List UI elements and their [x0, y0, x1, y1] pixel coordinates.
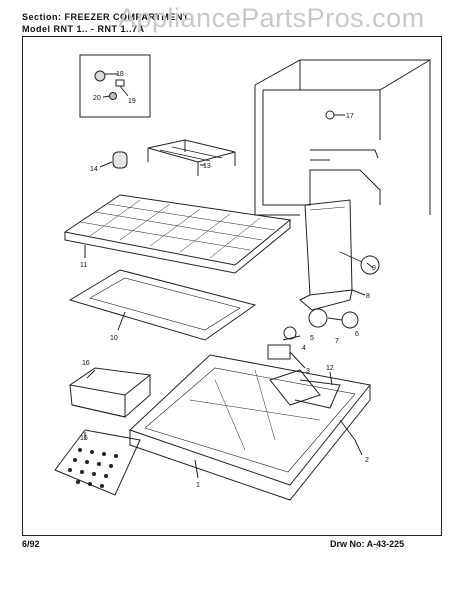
leader-2	[354, 439, 363, 456]
part-1-liner-ribs	[189, 369, 321, 451]
watermark: AppliancePartsPros.com	[118, 3, 425, 33]
part-3-control	[267, 344, 291, 360]
part-18-knob	[94, 70, 106, 82]
callout-19: 19	[128, 98, 136, 105]
leader-19	[119, 85, 129, 97]
part-8-vent	[309, 206, 346, 211]
part-13-wires	[159, 146, 223, 162]
model-label: Model	[22, 24, 51, 34]
leader-3	[289, 351, 306, 369]
callout-12: 12	[326, 365, 334, 372]
section-value: FREEZER COMPARTMENT	[64, 12, 189, 22]
part-16-bin-front	[71, 395, 126, 418]
callout-13: 13	[203, 163, 211, 170]
part-6-fan-blade	[341, 311, 359, 329]
part-11-shelf-edge	[64, 220, 291, 274]
callout-15: 15	[80, 435, 88, 442]
cabinet-liner	[262, 90, 381, 206]
callout-4: 4	[302, 345, 306, 352]
part-16-bin-side	[69, 375, 151, 418]
leader-8	[351, 289, 366, 296]
leader-10	[117, 311, 126, 331]
part-8-base	[299, 289, 353, 311]
part-10-tray	[68, 269, 257, 341]
cabinet-shelf-rail	[310, 149, 379, 159]
part-11-grid-lines-a	[79, 203, 276, 251]
callout-10: 10	[110, 335, 118, 342]
part-7-fan-bracket	[308, 308, 328, 328]
callout-6: 6	[355, 331, 359, 338]
part-15-cubes	[68, 448, 118, 488]
callout-17: 17	[346, 113, 354, 120]
callout-1: 1	[196, 482, 200, 489]
leader-1	[194, 459, 199, 479]
part-16-bin-top	[68, 367, 152, 396]
footer-drawing-number: Drw No: A-43-225	[330, 539, 404, 549]
section-line: Section: FREEZER COMPARTMENT	[22, 12, 189, 22]
part-11-grid-lines-b	[89, 199, 261, 259]
cabinet-side	[254, 85, 300, 216]
part-1-liner-edge	[129, 385, 371, 501]
callout-5: 5	[310, 335, 314, 342]
model-value: RNT 1.. - RNT 1..7A	[53, 24, 145, 34]
section-label: Section:	[22, 12, 62, 22]
leader-12	[329, 371, 333, 386]
callout-8: 8	[366, 293, 370, 300]
part-17-light	[325, 110, 335, 120]
drawing-number: A-43-225	[366, 539, 405, 549]
part-10-tray-inner	[89, 277, 241, 331]
callout-20: 20	[93, 95, 101, 102]
callout-14: 14	[90, 166, 98, 173]
diagram-header: Section: FREEZER COMPARTMENT Model RNT 1…	[22, 12, 442, 46]
leader-14	[99, 161, 113, 168]
callout-3: 3	[306, 368, 310, 375]
fan-shaft	[327, 317, 343, 321]
part-5-fan-motor	[283, 326, 297, 340]
part-4-grommet	[282, 335, 301, 341]
part-1-liner-inner	[144, 367, 356, 473]
part-13-legs	[147, 140, 236, 176]
leader-16	[86, 369, 96, 379]
part-15-ice-tray	[54, 429, 141, 496]
callout-16: 16	[82, 360, 90, 367]
footer-date: 6/92	[22, 539, 40, 549]
callout-2: 2	[365, 457, 369, 464]
part-2-trim	[339, 419, 356, 441]
part-9-pointer	[339, 251, 363, 263]
callout-7: 7	[335, 338, 339, 345]
leader-20	[102, 95, 111, 98]
inset-box	[79, 54, 151, 118]
part-14-bushing	[112, 151, 128, 169]
part-19-bracket	[115, 79, 125, 87]
part-20-screw	[109, 92, 117, 100]
drawing-label: Drw No:	[330, 539, 365, 549]
part-9-detail-circle	[360, 255, 380, 275]
model-line: Model RNT 1.. - RNT 1..7A	[22, 24, 145, 34]
part-12-duct	[269, 369, 321, 406]
callout-18: 18	[116, 71, 124, 78]
callout-11: 11	[80, 262, 87, 269]
part-9-screw	[366, 262, 374, 269]
callout-9: 9	[372, 265, 376, 272]
part-12-duct-panel	[294, 379, 341, 409]
cabinet-liner-top	[263, 89, 381, 140]
cabinet-outline	[254, 59, 431, 215]
part-8-cover	[304, 199, 353, 296]
diagram-frame	[22, 36, 442, 536]
cabinet-edges	[299, 59, 431, 91]
